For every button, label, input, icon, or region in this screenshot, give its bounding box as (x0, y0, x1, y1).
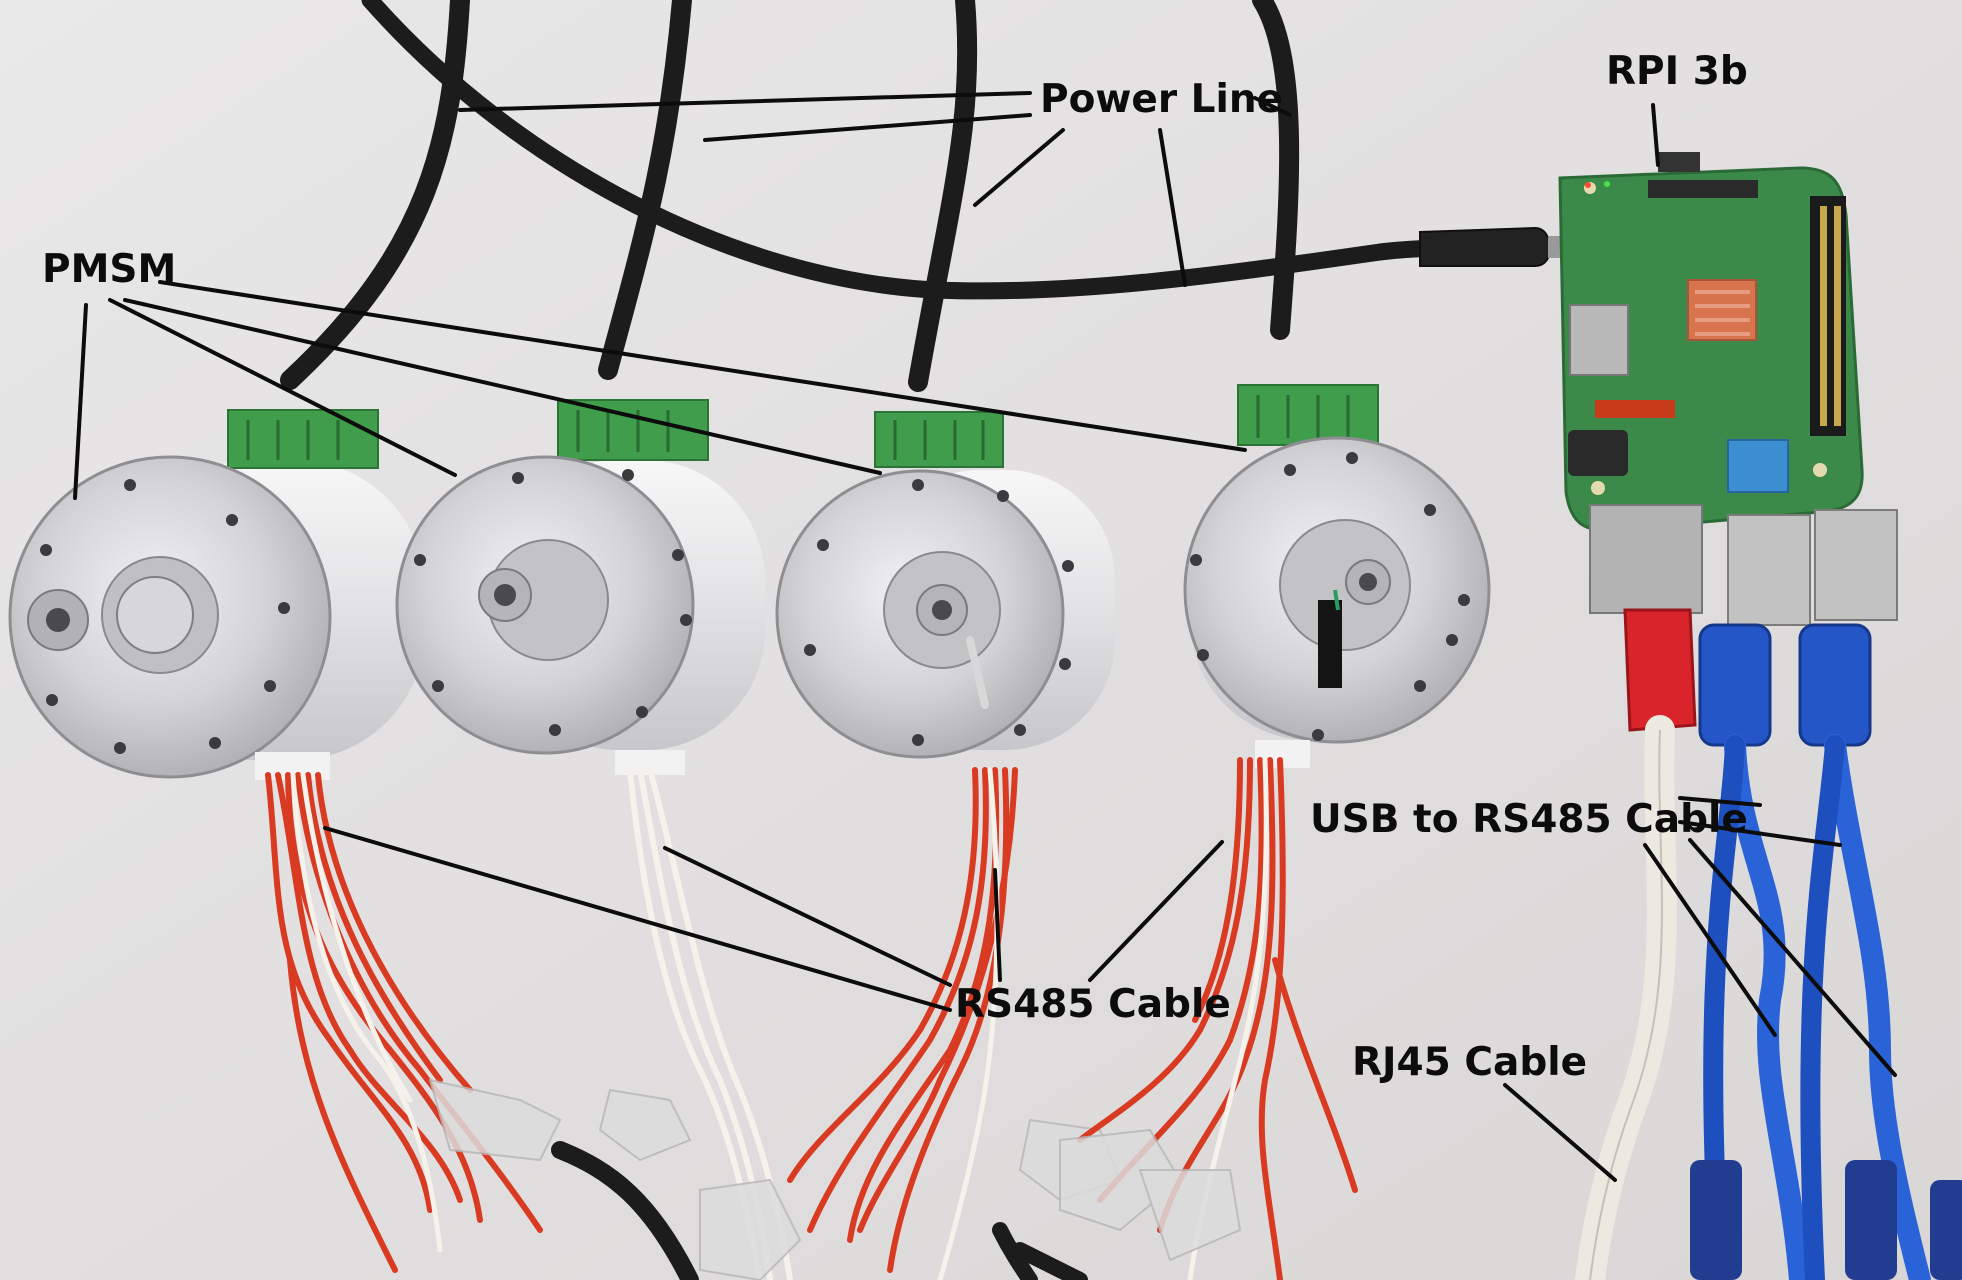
pmsm-label: PMSM (42, 247, 177, 292)
pmsm-motor-4 (1183, 384, 1491, 768)
rs485-label: RS485 Cable (955, 982, 1231, 1027)
power-led (1585, 182, 1591, 188)
power-line-label: Power Line (1040, 77, 1284, 122)
power-cables (280, 0, 1574, 392)
usb-port-1 (1727, 514, 1811, 626)
micro-usb-plug (1419, 226, 1552, 267)
terminal-block (557, 399, 709, 461)
usb-chip-heatsink (1727, 439, 1789, 493)
ethernet-port (1589, 504, 1703, 614)
annotation-leader-lines (73, 91, 1897, 1182)
hdmi-port (1569, 304, 1629, 376)
terminal-block (227, 409, 379, 469)
rs485-wire-bundles (265, 757, 1358, 1280)
pmsm-motor-1 (8, 409, 425, 780)
shaft-sensor-sleeve (1318, 600, 1342, 688)
terminal-block (1237, 384, 1379, 446)
audio-jack (1568, 430, 1628, 476)
rj45-label: RJ45 Cable (1352, 1040, 1588, 1085)
ethernet-cable (1575, 608, 1697, 1280)
rpi-label: RPI 3b (1606, 49, 1748, 94)
gpio-pins (1820, 206, 1841, 426)
usb-power-label-tab (1658, 152, 1700, 172)
raspberry-pi-board (1558, 152, 1898, 626)
camera-connector (1595, 400, 1675, 418)
pmsm-motor-2 (395, 399, 765, 775)
usb-rs485-label: USB to RS485 Cable (1310, 797, 1748, 842)
cpu-heatsink (1687, 279, 1757, 341)
usb-rs485-cables (1690, 623, 1962, 1280)
usb-port-2 (1814, 509, 1898, 621)
rj45-plug (1623, 608, 1697, 732)
activity-led (1604, 181, 1610, 187)
display-connector (1648, 180, 1758, 198)
pmsm-motor-3 (775, 411, 1115, 759)
